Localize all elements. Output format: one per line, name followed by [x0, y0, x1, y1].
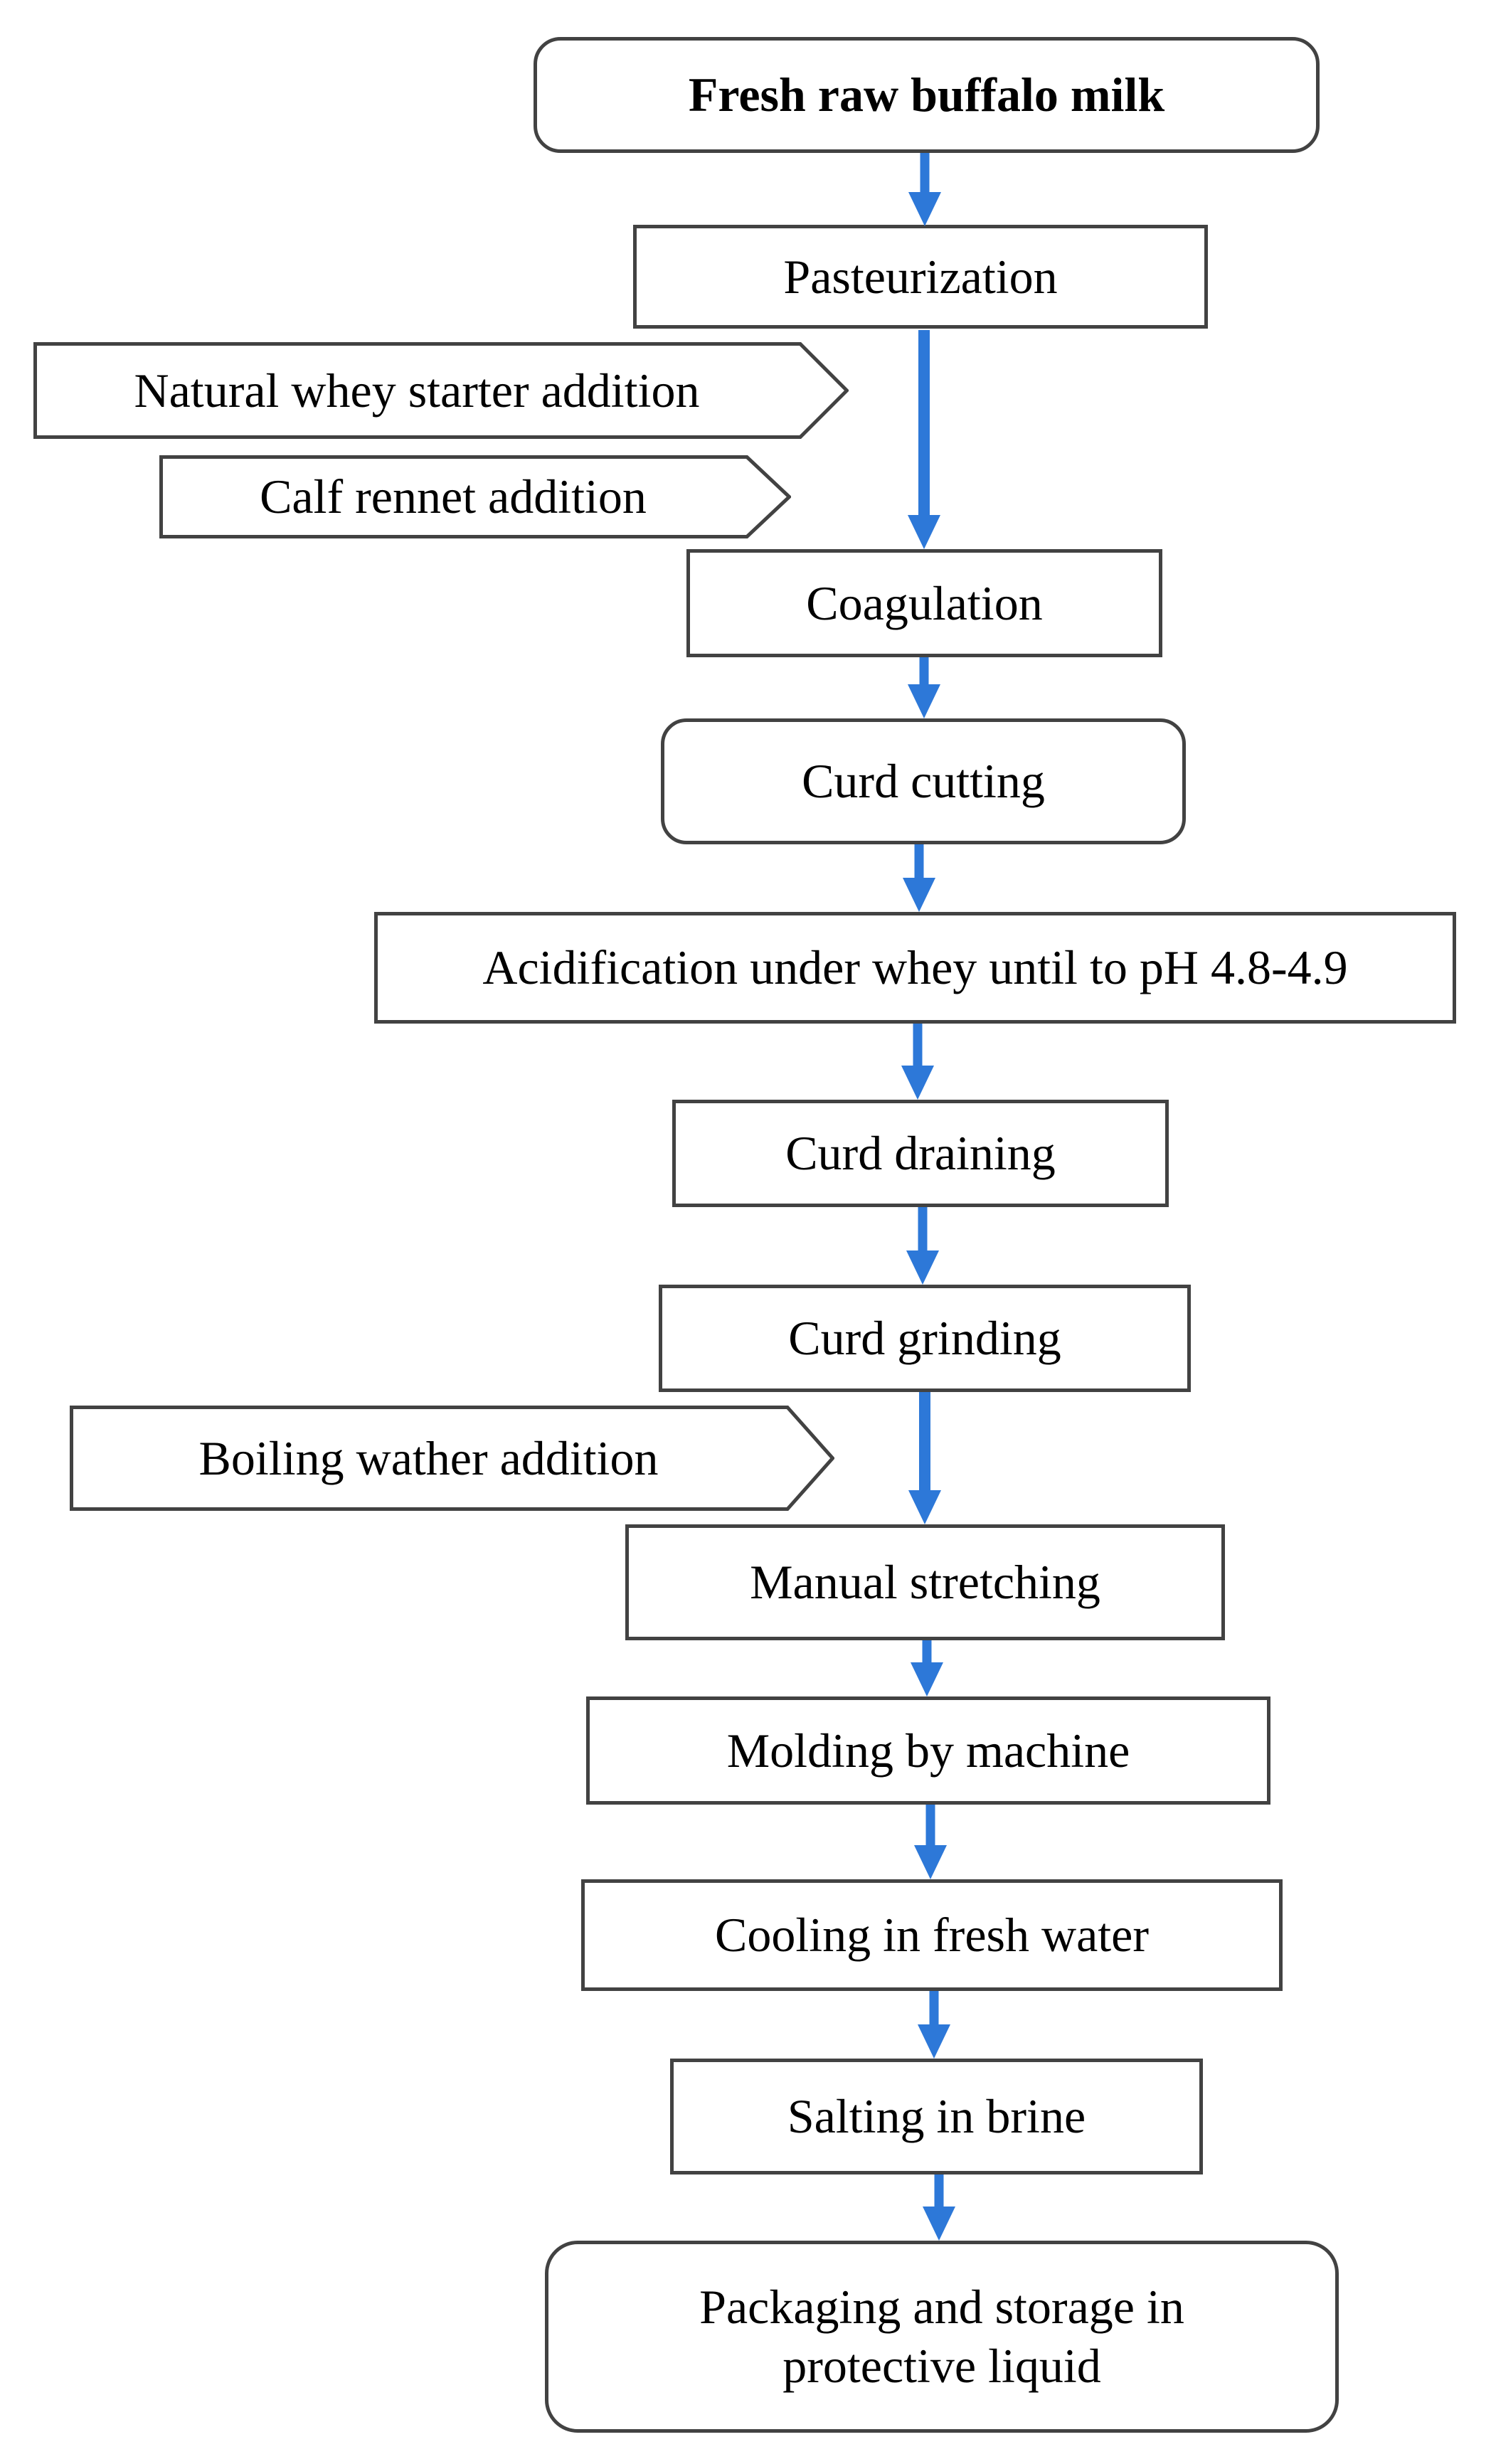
arrow-stem [918, 330, 930, 516]
arrow-stem [918, 1207, 928, 1252]
node-calf-rennet-addition: Calf rennet addition [159, 455, 791, 538]
arrow-stem [934, 2174, 944, 2208]
arrowhead-icon [923, 2207, 955, 2241]
node-fresh-raw-buffalo-milk: Fresh raw buffalo milk [534, 37, 1320, 153]
node-label: Calf rennet addition [260, 469, 647, 524]
pentagon-shape [159, 455, 791, 538]
node-boiling-wather-addition: Boiling wather addition [70, 1406, 834, 1511]
arrow-stem [925, 1805, 935, 1847]
arrow-stem [922, 1640, 932, 1664]
flow-arrow-acidification-to-curd-draining [901, 1024, 934, 1100]
node-label: Fresh raw buffalo milk [688, 68, 1165, 122]
node-curd-grinding: Curd grinding [659, 1285, 1191, 1392]
node-label: Salting in brine [787, 2089, 1086, 2144]
node-pasteurization: Pasteurization [633, 225, 1208, 329]
arrow-stem [913, 1024, 923, 1067]
node-label: Acidification under whey until to pH 4.8… [482, 940, 1348, 995]
flow-arrow-salting-to-packaging [923, 2174, 955, 2241]
arrowhead-icon [908, 684, 940, 718]
node-label: Pasteurization [783, 249, 1058, 304]
node-salting-in-brine: Salting in brine [670, 2059, 1203, 2174]
node-label: Manual stretching [750, 1555, 1100, 1610]
node-natural-whey-starter-addition: Natural whey starter addition [33, 342, 849, 439]
arrowhead-icon [903, 878, 935, 912]
node-manual-stretching: Manual stretching [625, 1524, 1225, 1640]
arrowhead-icon [914, 1845, 947, 1879]
arrowhead-icon [906, 1250, 939, 1285]
flow-arrow-milk-to-pasteurization [908, 153, 941, 226]
arrowhead-icon [901, 1066, 934, 1100]
node-acidification: Acidification under whey until to pH 4.8… [374, 912, 1456, 1024]
arrowhead-icon [908, 515, 940, 549]
node-curd-draining: Curd draining [672, 1100, 1169, 1207]
node-cooling-in-fresh-water: Cooling in fresh water [581, 1879, 1283, 1991]
arrowhead-icon [908, 1490, 941, 1524]
flow-arrow-coagulation-to-curd-cutting [908, 657, 940, 718]
flow-arrow-curd-draining-to-curd-grinding [906, 1207, 939, 1285]
node-label: Molding by machine [726, 1723, 1130, 1778]
arrowhead-icon [911, 1662, 943, 1696]
node-label: Curd cutting [802, 754, 1045, 809]
node-label: Cooling in fresh water [715, 1908, 1149, 1963]
flow-arrow-cooling-to-salting [918, 1991, 950, 2059]
arrow-stem [929, 1991, 939, 2026]
arrow-stem [919, 657, 929, 686]
pentagon-shape [33, 342, 849, 439]
node-coagulation: Coagulation [686, 549, 1162, 657]
pentagon-shape [70, 1406, 834, 1511]
flow-arrow-curd-grinding-to-manual-stretching [908, 1392, 941, 1524]
arrowhead-icon [908, 192, 941, 226]
node-label: Natural whey starter addition [134, 363, 700, 418]
node-label: Boiling wather addition [198, 1430, 659, 1485]
node-curd-cutting: Curd cutting [661, 718, 1186, 844]
node-packaging-and-storage: Packaging and storage in protective liqu… [545, 2241, 1339, 2433]
node-molding-by-machine: Molding by machine [586, 1696, 1270, 1805]
arrowhead-icon [918, 2024, 950, 2059]
node-label: Curd grinding [788, 1311, 1061, 1366]
flow-arrow-manual-stretching-to-molding [911, 1640, 943, 1696]
flow-arrow-curd-cutting-to-acidification [903, 844, 935, 912]
arrow-stem [914, 844, 924, 879]
node-label: Coagulation [806, 575, 1043, 630]
arrow-stem [920, 153, 930, 193]
flow-arrow-molding-to-cooling [914, 1805, 947, 1879]
arrow-stem [919, 1392, 930, 1492]
flow-arrow-pasteurization-to-coagulation [908, 330, 940, 549]
node-label: Curd draining [785, 1126, 1056, 1181]
node-label: Packaging and storage in protective liqu… [699, 2280, 1184, 2393]
